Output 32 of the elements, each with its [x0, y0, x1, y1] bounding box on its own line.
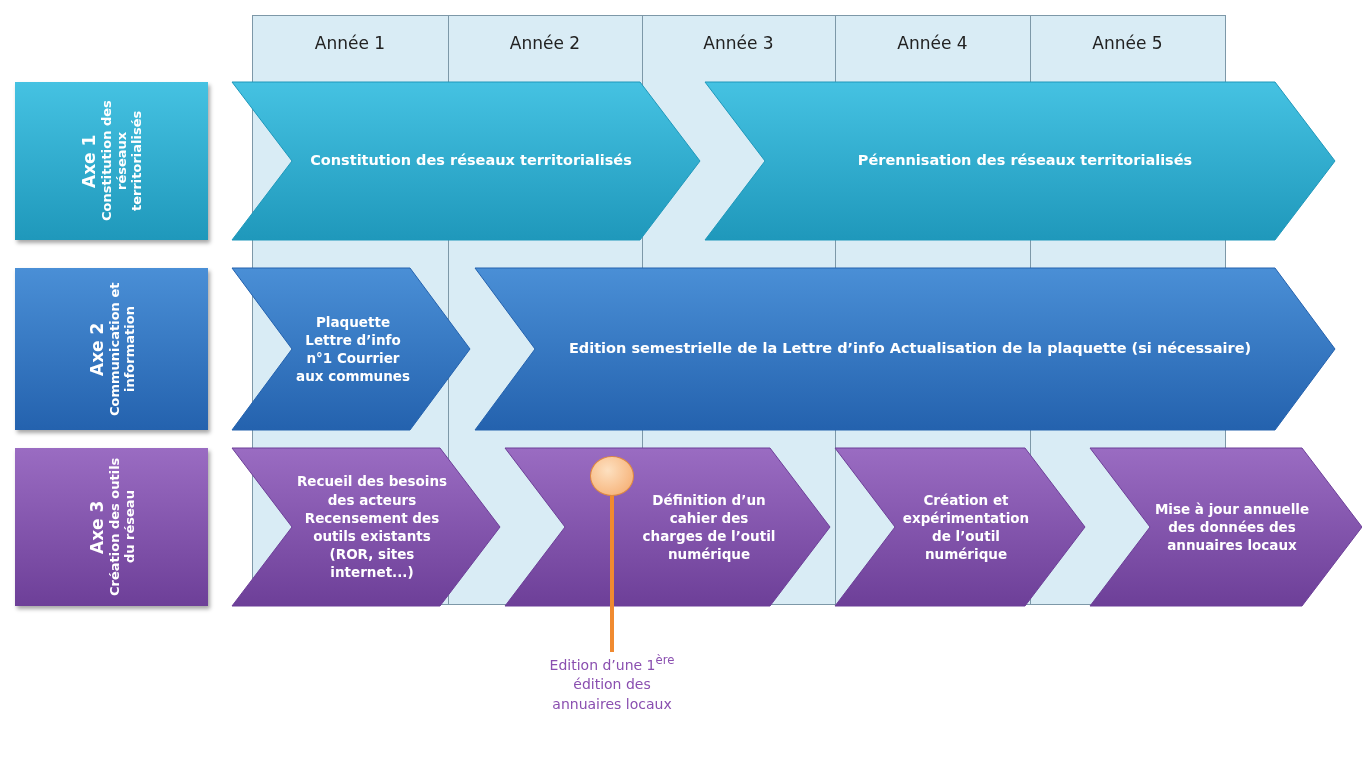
step-label: Recueil des besoins des acteurs Recensement des outils existants (ROR, sites internet...) [295, 472, 449, 582]
axis-title: Axe 3 [86, 499, 107, 556]
axis-subtitle: Création des outils du réseau [106, 456, 137, 599]
year-header: Année 3 [642, 15, 835, 70]
axis-box [15, 82, 208, 240]
phase-band [232, 82, 700, 240]
year-header: Année 1 [252, 15, 448, 70]
axis-title: Axe 2 [86, 321, 107, 378]
step-label: Mise à jour annuelle des données des annuaires locaux [1154, 499, 1310, 555]
phase-band [232, 448, 500, 606]
year-header: Année 2 [448, 15, 642, 70]
step-label: Edition semestrielle de la Lettre d’info Actualisation de la plaquette (si nécessaire) [568, 339, 1252, 359]
step-label: Définition d’un cahier des charges de l’outil numérique [641, 490, 777, 564]
step-label: Création et expérimentation de l’outil numérique [901, 490, 1031, 564]
phase-band [705, 82, 1335, 240]
axis-box [15, 448, 208, 606]
step-label: Plaquette Lettre d’info n°1 Courrier aux communes [295, 312, 411, 386]
milestone-label: Edition d’une 1$^{ère}$ édition des annuaires locaux [542, 652, 682, 767]
axis-box [15, 268, 208, 430]
year-header: Année 5 [1030, 15, 1225, 70]
phase-band [1090, 448, 1362, 606]
axis-subtitle: Communication et information [106, 281, 137, 418]
step-label: Constitution des réseaux territorialisés [310, 151, 632, 171]
phase-band [505, 448, 830, 606]
axis-title: Axe 1 [79, 133, 99, 190]
step-label: Pérennisation des réseaux territorialisés [857, 151, 1193, 171]
phase-band [232, 268, 470, 430]
phase-band [475, 268, 1335, 430]
leader-line [610, 496, 614, 652]
axis-subtitle: Constitution des réseaux territorialisés [99, 99, 144, 224]
phase-band [835, 448, 1085, 606]
year-header: Année 4 [835, 15, 1030, 70]
